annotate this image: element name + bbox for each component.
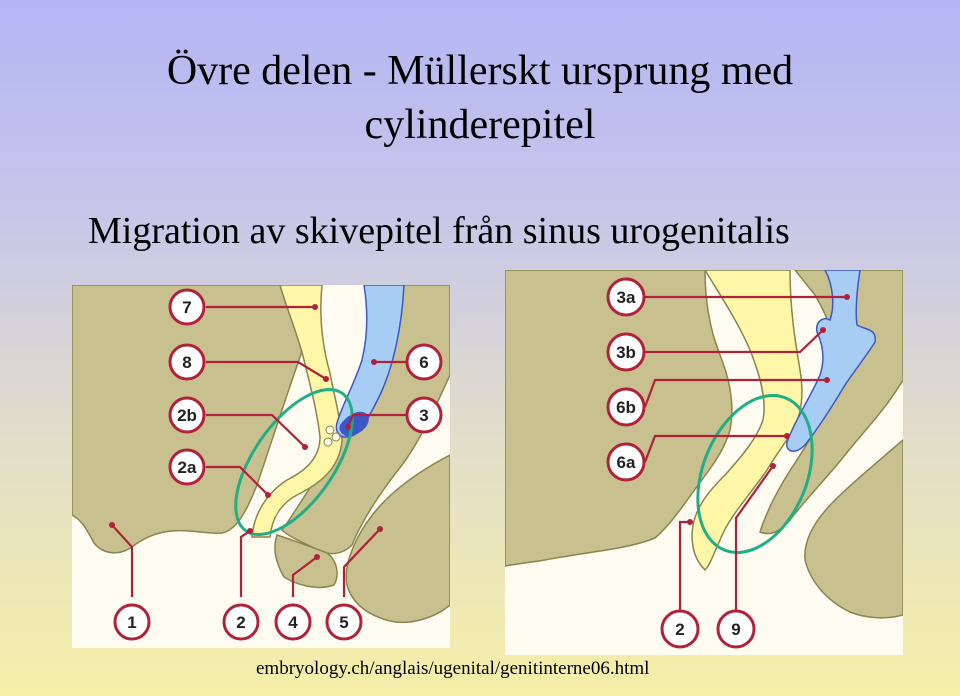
slide-title: Övre delen - Müllerskt ursprung med cyli… — [0, 44, 960, 152]
badge-6b-label: 6b — [616, 398, 636, 417]
badge-2a-label: 2a — [178, 458, 197, 477]
left-badge-4: 4 — [274, 603, 312, 641]
left-badge-6: 6 — [405, 343, 443, 381]
badge-6a-label: 6a — [617, 453, 636, 472]
right-anatomy-diagram: 3a 3b 6b 6a 2 9 — [505, 270, 903, 655]
left-badge-2: 2 — [222, 603, 260, 641]
right-lower-tissue-2 — [804, 439, 903, 619]
slide-subtitle: Migration av skivepitel från sinus uroge… — [88, 210, 790, 252]
line-1 — [111, 524, 134, 597]
left-badge-7: 7 — [168, 288, 206, 326]
right-diagram-svg: 3a 3b 6b 6a 2 9 — [505, 270, 903, 655]
lower-tissue-bulge — [274, 534, 338, 589]
badge-3-label: 3 — [419, 406, 428, 425]
left-badge-5: 5 — [325, 603, 363, 641]
badge-2b-label: 2b — [177, 406, 197, 425]
left-label-lines — [111, 305, 408, 597]
left-badge-1: 1 — [113, 603, 151, 641]
right-badge-9: 9 — [716, 609, 756, 649]
right-badge-6a: 6a — [606, 442, 646, 482]
left-badge-3: 3 — [405, 396, 443, 434]
right-yellow-epithelium — [691, 270, 803, 572]
yellow-epithelium — [251, 285, 343, 538]
source-citation: embryology.ch/anglais/ugenital/genitinte… — [256, 658, 650, 679]
left-label-dots — [109, 304, 383, 560]
left-diagram-svg: 7 8 2b 2a 6 3 1 2 4 5 — [72, 285, 450, 648]
left-badge-8: 8 — [168, 343, 206, 381]
cell-cluster-2 — [331, 432, 341, 442]
right-badge-3a: 3a — [606, 277, 646, 317]
badge-1-label: 1 — [127, 613, 136, 632]
line-3b — [645, 329, 824, 354]
cell-cluster-1 — [325, 425, 335, 435]
left-badge-2b: 2b — [168, 396, 206, 434]
cell-cluster-3 — [323, 437, 333, 447]
line-2-right — [678, 520, 690, 629]
blue-duct-tip — [339, 411, 369, 437]
left-anatomy-diagram: 7 8 2b 2a 6 3 1 2 4 5 — [72, 285, 450, 648]
badge-6-label: 6 — [419, 353, 428, 372]
badge-2-label: 2 — [236, 613, 245, 632]
line-5 — [342, 528, 381, 597]
right-label-lines — [643, 295, 847, 629]
badge-4-label: 4 — [288, 613, 298, 632]
badge-2-right-label: 2 — [675, 620, 684, 639]
line-2a — [206, 465, 269, 496]
badge-3a-label: 3a — [617, 288, 636, 307]
right-badge-3b: 3b — [606, 332, 646, 372]
line-2b — [206, 413, 306, 448]
right-highlight-ellipse — [696, 394, 814, 554]
right-lower-tissue — [345, 454, 450, 624]
badge-9-label: 9 — [731, 620, 740, 639]
line-2 — [239, 530, 251, 597]
title-line-2: cylinderepitel — [364, 102, 596, 148]
line-6a — [643, 434, 787, 463]
right-blue-duct — [786, 270, 876, 452]
badge-5-label: 5 — [339, 613, 348, 632]
badge-7-label: 7 — [182, 298, 191, 317]
left-badge-2a: 2a — [168, 448, 206, 486]
right-label-dots — [687, 294, 850, 525]
line-4 — [291, 556, 318, 597]
line-9 — [734, 465, 774, 629]
right-badge-6b: 6b — [606, 387, 646, 427]
line-6b — [643, 378, 827, 408]
line-8 — [206, 360, 327, 380]
badge-3b-label: 3b — [616, 343, 636, 362]
line-3 — [346, 413, 408, 428]
title-line-1: Övre delen - Müllerskt ursprung med — [166, 48, 794, 94]
right-badge-2: 2 — [660, 609, 700, 649]
highlight-ellipse — [234, 387, 354, 537]
badge-8-label: 8 — [182, 353, 191, 372]
